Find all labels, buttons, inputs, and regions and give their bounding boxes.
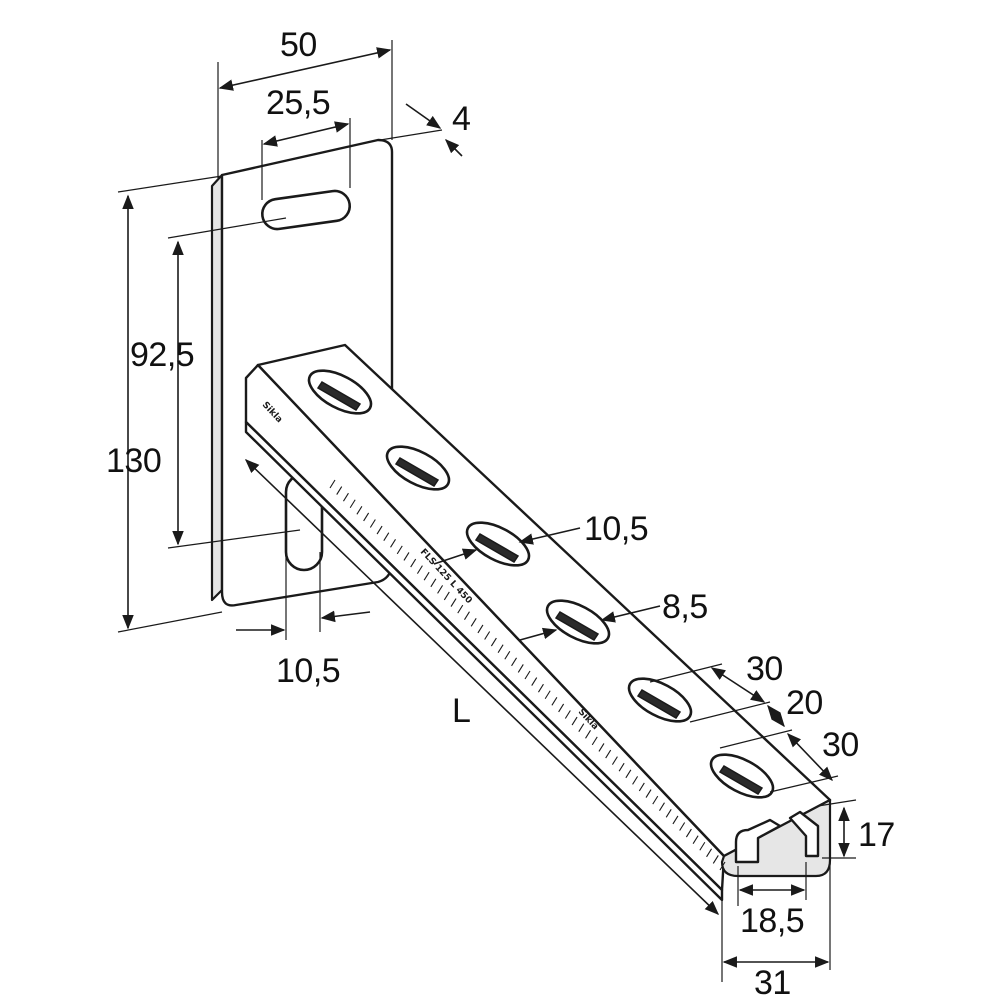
dimension-labels: 50 25,5 4 130 92,5 10,5 10,5 8,5 30 20 3… <box>106 26 895 1000</box>
dim-30-a: 30 <box>746 650 783 688</box>
dim-4: 4 <box>452 100 470 138</box>
dim-30-b: 30 <box>822 726 859 764</box>
dimension-lines <box>117 40 857 982</box>
dim-31: 31 <box>754 964 791 1000</box>
dim-130: 130 <box>106 442 161 480</box>
dim-10-5-top: 10,5 <box>584 510 648 548</box>
dim-20: 20 <box>786 684 823 722</box>
dim-8-5: 8,5 <box>662 588 708 626</box>
dim-17: 17 <box>858 816 895 854</box>
dim-L: L <box>452 692 470 730</box>
serration-tick <box>719 861 726 871</box>
dim-10-5-side: 10,5 <box>276 652 340 690</box>
plate-top-slot <box>260 189 352 231</box>
channel-arm: Sikla FLS 125 L 450 Sikla <box>244 343 832 902</box>
dim-50: 50 <box>280 26 317 64</box>
dim-25-5: 25,5 <box>266 84 330 122</box>
dim-18-5: 18,5 <box>740 902 804 940</box>
dim-92-5: 92,5 <box>130 336 194 374</box>
